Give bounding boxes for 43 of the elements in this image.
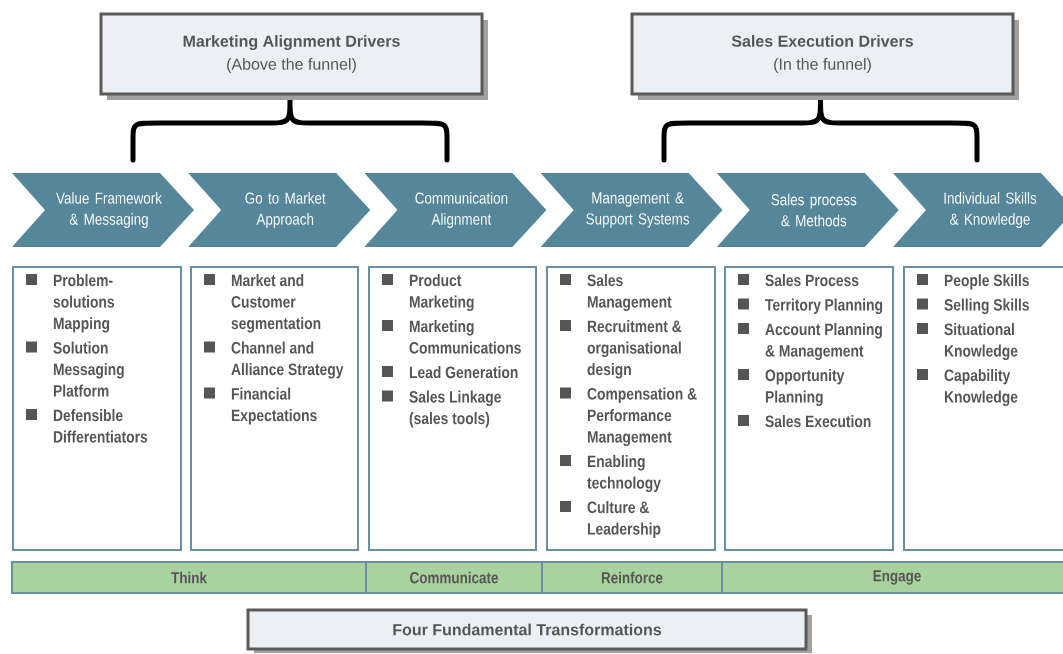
process-step-banner: Communication Alignment: [364, 173, 547, 247]
bullet-item: Product Marketing: [382, 274, 474, 311]
phase-band: Reinforce: [541, 561, 723, 594]
process-step-banner: Go to Market Approach: [188, 173, 371, 247]
bullet-item: Enabling technology: [560, 455, 661, 492]
bullet-item: Channel and Alliance Strategy: [204, 341, 344, 379]
heading-box: Four Fundamental Transformations: [246, 608, 812, 653]
bullet-item: Account Planning & Management: [738, 323, 882, 360]
bullet-item: Sales Execution: [738, 415, 871, 428]
list-box: [12, 266, 182, 551]
bullet-item: Opportunity Planning: [738, 369, 845, 406]
bullet-item: Territory Planning: [738, 298, 883, 314]
list-box: [190, 266, 359, 551]
bullet-item: Compensation & Performance Management: [560, 387, 697, 446]
process-step-banner: Management & Support Systems: [540, 173, 723, 247]
bullet-item: Solution Messaging Platform: [26, 341, 124, 397]
bullet-item: People Skills: [917, 274, 1029, 290]
bullet-item: Marketing Communications: [382, 320, 521, 354]
bullet-item: Sales Management: [560, 274, 672, 311]
bullet-item: Capability Knowledge: [917, 369, 1018, 406]
bullet-item: Market and Customer segmentation: [204, 274, 321, 333]
node-label: Engage: [873, 570, 921, 585]
phase-band: Engage: [721, 561, 1063, 594]
process-step-banner: Value Framework & Messaging: [12, 173, 194, 247]
bullet-item: Problem-solutions Mapping: [26, 274, 115, 333]
bullet-item: Financial Expectations: [204, 387, 317, 425]
list-box: [546, 266, 716, 551]
bullet-item: Culture & Leadership: [560, 501, 661, 538]
bullet-item: Defensible Differentiators: [26, 409, 148, 443]
bullet-item: Sales Linkage (sales tools): [382, 390, 501, 428]
bullet-item: Recruitment & organisational design: [560, 320, 682, 379]
list-box: [903, 266, 1063, 551]
bullet-item: Selling Skills: [917, 298, 1029, 314]
heading-box: Marketing Alignment Drivers (Above the funnel): [99, 12, 488, 100]
bullet-item: Situational Knowledge: [917, 323, 1018, 360]
heading-box: Sales Execution Drivers (In the funnel): [630, 12, 1019, 100]
process-step-banner: Individual Skills & Knowledge: [893, 173, 1063, 247]
bullet-item: Lead Generation: [382, 366, 518, 379]
bullet-item: Sales Process: [738, 274, 859, 287]
list-box: [368, 266, 537, 551]
process-step-banner: Sales process & Methods: [716, 173, 899, 247]
phase-band: Communicate: [365, 561, 543, 594]
list-box: [724, 266, 894, 551]
